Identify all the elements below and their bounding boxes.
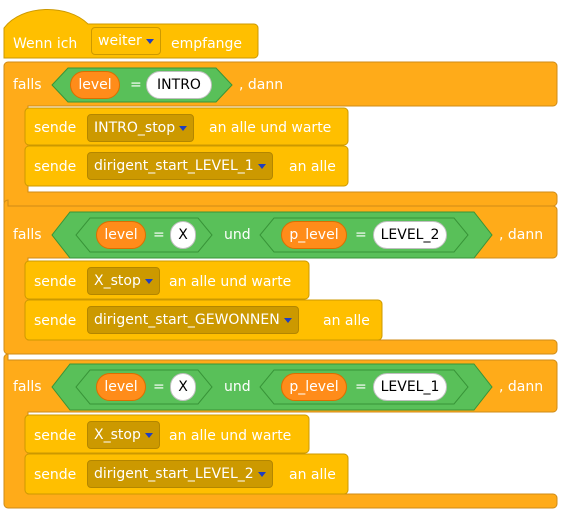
if-keyword: falls [13,227,42,243]
chevron-down-icon [144,278,153,284]
operator-symbol: = [153,379,165,395]
send-tail: an alle [289,159,336,175]
then-keyword: , dann [239,77,284,93]
input-value: X [178,379,188,395]
value-input[interactable]: X [170,373,196,401]
chevron-down-icon [257,163,266,169]
and-keyword: und [224,227,251,243]
input-value: X [178,227,188,243]
dropdown-value: dirigent_start_LEVEL_2 [94,466,254,482]
send-tail: an alle [323,313,370,329]
then-keyword: , dann [499,379,544,395]
value-input[interactable]: LEVEL_1 [373,373,447,401]
chevron-down-icon [257,471,266,477]
send-tail: an alle und warte [209,120,332,136]
chevron-down-icon [179,125,188,131]
variable-reporter[interactable]: level [96,221,146,249]
message-dropdown[interactable]: dirigent_start_GEWONNEN [87,306,299,334]
operator-symbol: = [153,227,165,243]
dropdown-value: dirigent_start_GEWONNEN [94,312,280,328]
input-value: LEVEL_1 [380,379,440,395]
variable-name: p_level [289,227,339,243]
variable-name: level [78,77,112,93]
variable-reporter[interactable]: level [96,373,146,401]
chevron-down-icon [144,432,153,438]
variable-name: level [104,227,138,243]
dropdown-value: X_stop [94,273,141,289]
message-dropdown[interactable]: weiter [91,27,161,55]
hat-label-prefix: Wenn ich [13,36,78,52]
message-dropdown[interactable]: dirigent_start_LEVEL_1 [87,152,273,180]
send-tail: an alle und warte [169,428,292,444]
value-input[interactable]: LEVEL_2 [373,221,447,249]
variable-reporter[interactable]: p_level [281,221,347,249]
if-keyword: falls [13,77,42,93]
send-label: sende [34,467,77,483]
variable-reporter[interactable]: p_level [281,373,347,401]
then-keyword: , dann [499,227,544,243]
message-dropdown[interactable]: X_stop [87,267,160,295]
message-dropdown[interactable]: X_stop [87,421,160,449]
input-value: LEVEL_2 [380,227,440,243]
chevron-down-icon [145,38,154,44]
send-label: sende [34,159,77,175]
operator-symbol: = [355,227,367,243]
chevron-down-icon [283,317,292,323]
send-label: sende [34,274,77,290]
and-keyword: und [224,379,251,395]
operator-symbol: = [355,379,367,395]
variable-name: level [104,379,138,395]
dropdown-value: X_stop [94,427,141,443]
send-label: sende [34,313,77,329]
dropdown-value: dirigent_start_LEVEL_1 [94,158,254,174]
send-tail: an alle und warte [169,274,292,290]
value-input[interactable]: X [170,221,196,249]
if-keyword: falls [13,379,42,395]
send-tail: an alle [289,467,336,483]
variable-reporter[interactable]: level [70,71,120,99]
send-label: sende [34,428,77,444]
dropdown-value: INTRO_stop [94,120,176,136]
input-value: INTRO [157,77,201,93]
message-dropdown[interactable]: dirigent_start_LEVEL_2 [87,460,273,488]
operator-symbol: = [130,77,142,93]
send-label: sende [34,120,77,136]
dropdown-value: weiter [98,33,142,49]
hat-label-suffix: empfange [171,36,243,52]
variable-name: p_level [289,379,339,395]
message-dropdown[interactable]: INTRO_stop [87,114,195,142]
value-input[interactable]: INTRO [146,71,212,99]
